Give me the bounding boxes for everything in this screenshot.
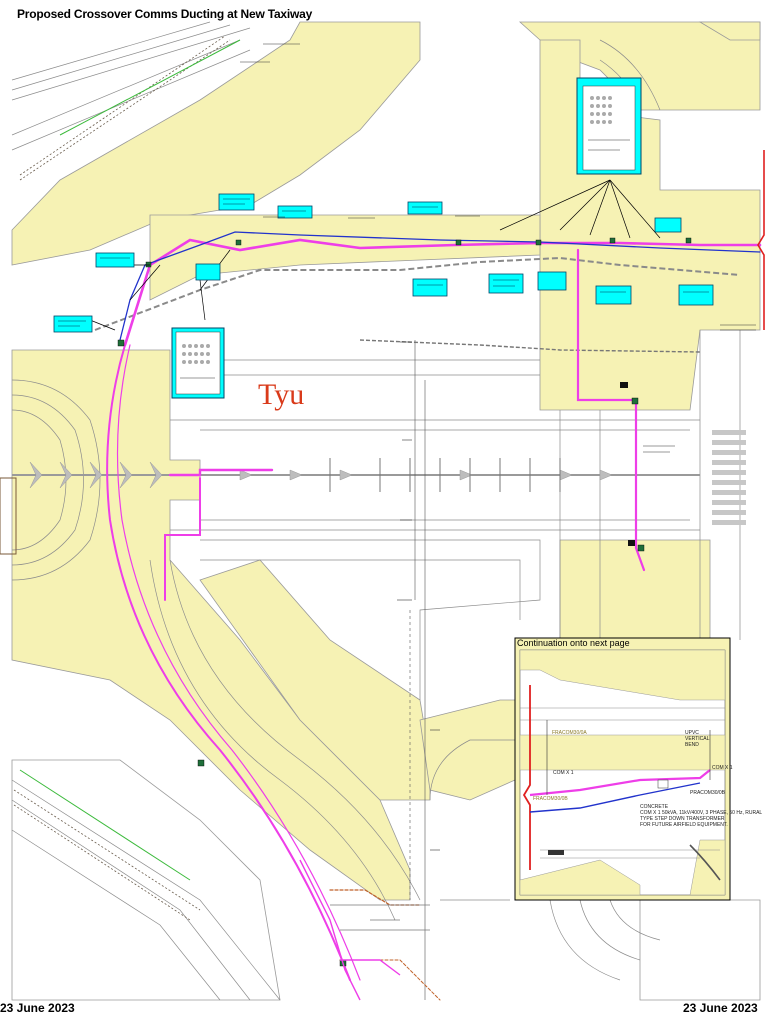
taxiway-arrow-icon (149, 461, 163, 489)
orange-dashed-duct (329, 889, 421, 906)
date-right: 23 June 2023 (683, 1001, 758, 1015)
taxiway-centreline (12, 430, 746, 525)
callout-boxes (53, 193, 714, 333)
inset-com-b-label: COM X 1 (712, 765, 733, 771)
red-boundary-marks (757, 150, 765, 330)
taxiway-arrow-icon (459, 469, 473, 481)
callout-box-icon (595, 285, 632, 305)
taxiway-arrow-icon (289, 469, 303, 481)
inset-transformer-note: CONCRETE COM X 1 50kVA, 11kV/400V, 3 PHA… (640, 804, 763, 828)
callout-box-icon (654, 217, 682, 233)
equipment-block (628, 540, 635, 546)
comms-duct-crossing (168, 468, 274, 477)
equipment-block (620, 382, 628, 388)
callout-box-icon (95, 252, 135, 268)
taxiway-arrow-icon (339, 469, 353, 481)
pit-marker-icon (455, 239, 462, 246)
taxiway-edge-block (0, 477, 17, 555)
pit-marker-icon (637, 544, 645, 552)
callout-box-icon (488, 273, 524, 294)
pit-marker-icon (235, 239, 242, 246)
comms-duct-magenta-curve (106, 344, 351, 981)
inset-upvc-label: UPVC VERTICAL BEND (685, 730, 710, 748)
green-boundary-line (59, 39, 241, 136)
inset-com-a-label: COM X 1 (553, 770, 574, 776)
vertical-service-lines (409, 340, 426, 1000)
callout-box-icon (537, 271, 567, 291)
boundary-hatching (13, 35, 231, 921)
taxiway-arrow-icon (59, 461, 73, 489)
inset-pit-top-label: FRACOM30/0A (552, 730, 587, 736)
callout-box-icon (407, 201, 443, 215)
bottom-duct-bundle (299, 859, 430, 1001)
threshold-markings (712, 430, 746, 525)
comms-duct-routes (106, 231, 762, 1001)
existing-grey-duct (94, 256, 741, 353)
pit-markers (117, 237, 692, 967)
callout-box-icon (195, 263, 221, 281)
drawing-title: Proposed Crossover Comms Ducting at New … (17, 7, 313, 21)
transformer-pad (657, 779, 669, 789)
pit-marker-icon (685, 237, 692, 244)
green-boundary-line-lower (19, 769, 191, 881)
comms-duct-magenta-curve-2 (116, 344, 361, 981)
misc-annotations (240, 43, 756, 921)
callout-box-icon (218, 193, 255, 211)
callout-box-icon (277, 205, 313, 219)
date-left: 23 June 2023 (0, 1001, 75, 1015)
pit-marker-icon (117, 339, 125, 347)
pit-marker-icon (631, 397, 639, 405)
comms-duct-crossing-down (164, 477, 201, 601)
comms-duct-blue-top (119, 231, 761, 341)
detail-panel-left (171, 327, 225, 399)
comms-duct-magenta-top (123, 238, 762, 347)
pit-marker-icon (535, 239, 542, 246)
taxiway-arrow-icon (89, 461, 103, 489)
inset-caption: Continuation onto next page (517, 638, 630, 648)
callout-box-icon (53, 315, 93, 333)
pit-marker-icon (145, 261, 152, 268)
handwritten-stamp: Tyu (258, 378, 305, 411)
inset-pit-right-label: PRACOM30/0B (690, 790, 726, 796)
continuation-inset (514, 637, 731, 901)
pavement-areas (11, 21, 761, 1001)
inset-pit-left-label: FRACOM30/0B (533, 796, 568, 802)
pit-marker-icon (197, 759, 205, 767)
detail-panel-top (576, 77, 642, 175)
callout-box-icon (678, 284, 714, 306)
taxiway-arrow-icon (29, 461, 43, 489)
callout-text-lines (58, 198, 709, 327)
pit-marker-icon (609, 237, 616, 244)
taxiway-arrow-icon (239, 469, 253, 481)
taxiway-arrow-icon (119, 461, 133, 489)
taxiway-arrow-icon (599, 469, 613, 481)
callout-box-icon (412, 278, 448, 297)
